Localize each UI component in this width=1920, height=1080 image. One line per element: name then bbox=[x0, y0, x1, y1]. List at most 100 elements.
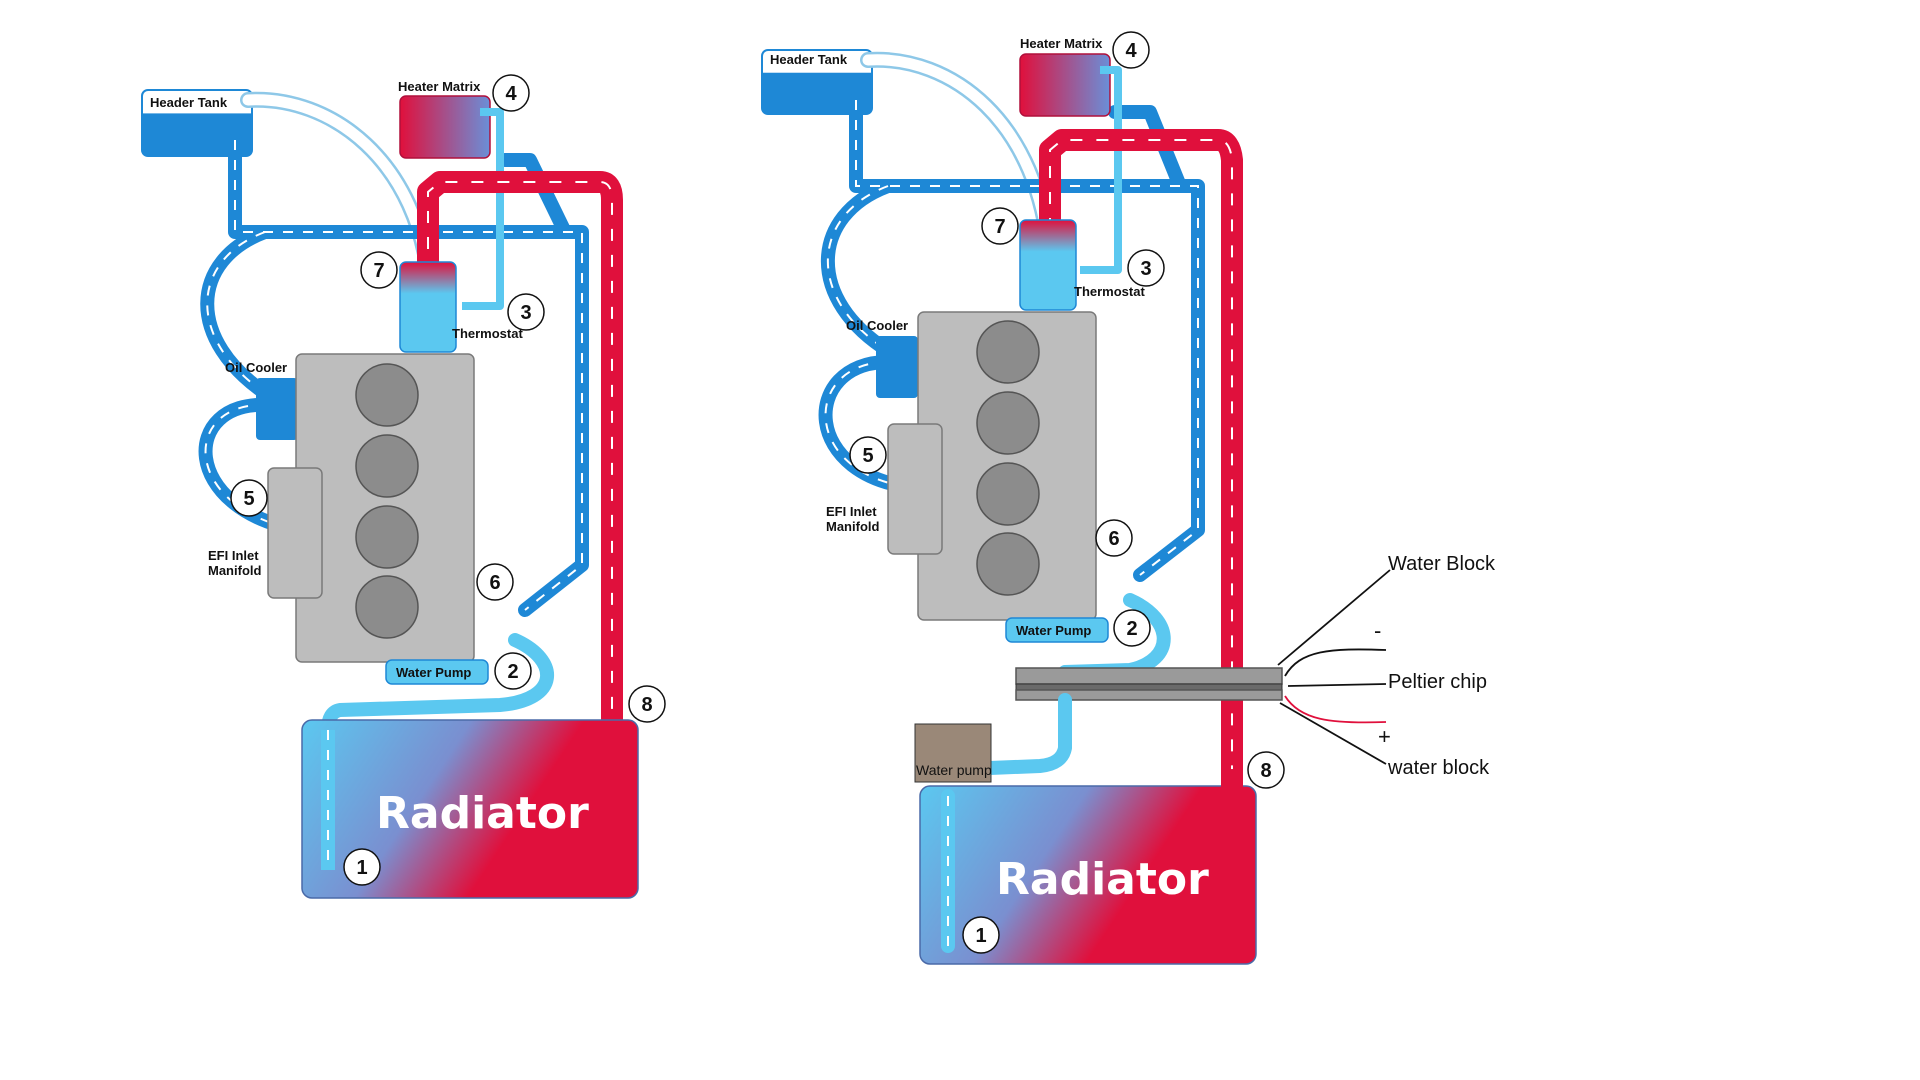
positive-wire bbox=[1284, 695, 1387, 724]
left-oil-cooler bbox=[256, 378, 298, 440]
right-marker-1 bbox=[962, 916, 1000, 954]
right-cylinders bbox=[976, 320, 1040, 596]
peltier-to-pump-pipe bbox=[983, 693, 1072, 775]
right-water-pump bbox=[1005, 617, 1109, 643]
plus-sign: + bbox=[1378, 724, 1391, 749]
left-marker-3 bbox=[507, 293, 545, 331]
right-marker-5-text: 5 bbox=[862, 445, 873, 467]
water-block-bottom-leader bbox=[1279, 702, 1387, 765]
right-water-pump-label: Water Pump bbox=[1016, 623, 1091, 638]
left-marker-2-text: 2 bbox=[507, 661, 518, 683]
left-marker-8 bbox=[628, 685, 666, 723]
left-cylinder-3 bbox=[355, 505, 419, 569]
left-cylinder-1 bbox=[355, 363, 419, 427]
right-markers bbox=[849, 31, 1285, 954]
right-marker-4-text: 4 bbox=[1125, 40, 1137, 62]
left-heater-feed bbox=[462, 108, 504, 310]
right-marker-4 bbox=[1112, 31, 1150, 69]
right-thermostat-label: Thermostat bbox=[1074, 284, 1145, 299]
annotation-peltier-chip: Peltier chip bbox=[1388, 671, 1487, 693]
left-cold-pipe-arrows bbox=[204, 140, 583, 611]
small-water-pump-label: Water pump bbox=[916, 762, 992, 778]
minus-sign: - bbox=[1374, 618, 1381, 643]
left-cylinder-4 bbox=[355, 575, 419, 639]
right-marker-3 bbox=[1127, 249, 1165, 287]
left-efi-label-1: EFI Inlet bbox=[208, 548, 259, 563]
small-water-pump bbox=[914, 723, 992, 783]
left-marker-3-text: 3 bbox=[520, 302, 531, 324]
left-diagram: Header Tank Heater Matrix Thermostat bbox=[141, 74, 666, 899]
right-header-tank-label: Header Tank bbox=[770, 52, 848, 67]
right-marker-8-text: 8 bbox=[1260, 760, 1271, 782]
left-marker-5 bbox=[230, 479, 268, 517]
left-heater-matrix bbox=[399, 95, 491, 159]
left-marker-6 bbox=[476, 563, 514, 601]
right-marker-7-text: 7 bbox=[994, 216, 1005, 238]
right-marker-3-text: 3 bbox=[1140, 258, 1151, 280]
left-marker-7-text: 7 bbox=[373, 260, 384, 282]
left-oil-cooler-label: Oil Cooler bbox=[225, 360, 287, 375]
right-radiator bbox=[919, 785, 1257, 965]
left-marker-4-text: 4 bbox=[505, 83, 517, 105]
left-marker-1-text: 1 bbox=[356, 857, 367, 879]
left-header-tank bbox=[141, 89, 253, 157]
left-cylinders bbox=[355, 363, 419, 639]
right-marker-6 bbox=[1095, 519, 1133, 557]
left-radiator-label: Radiator bbox=[376, 788, 589, 839]
right-heater-matrix-label: Heater Matrix bbox=[1020, 36, 1103, 51]
left-water-pump bbox=[385, 659, 489, 685]
right-marker-1-text: 1 bbox=[975, 925, 986, 947]
right-marker-5 bbox=[849, 436, 887, 474]
left-efi-label-2: Manifold bbox=[208, 563, 261, 578]
left-marker-1 bbox=[343, 848, 381, 886]
right-efi-label-1: EFI Inlet bbox=[826, 504, 877, 519]
left-thermostat-label: Thermostat bbox=[452, 326, 523, 341]
peltier-leader bbox=[1287, 683, 1387, 687]
right-cylinder-1 bbox=[976, 320, 1040, 384]
peltier-chip bbox=[1015, 683, 1283, 691]
left-efi-manifold bbox=[267, 467, 323, 599]
upper-water-block bbox=[1015, 667, 1283, 685]
left-water-pump-label: Water Pump bbox=[396, 665, 471, 680]
right-heater-feed bbox=[1080, 66, 1122, 274]
lower-water-block bbox=[1015, 689, 1283, 701]
peltier-assembly bbox=[1015, 667, 1283, 701]
right-header-tank bbox=[761, 49, 873, 115]
right-marker-6-text: 6 bbox=[1108, 528, 1119, 550]
annotation-lines bbox=[1277, 569, 1391, 765]
negative-wire bbox=[1284, 648, 1387, 677]
left-heater-matrix-label: Heater Matrix bbox=[398, 79, 481, 94]
left-markers bbox=[230, 74, 666, 886]
right-hot-pipe bbox=[1039, 129, 1243, 829]
right-heater-matrix bbox=[1019, 53, 1111, 117]
right-thermostat-housing bbox=[1019, 219, 1077, 311]
right-efi-label-2: Manifold bbox=[826, 519, 879, 534]
right-cylinder-2 bbox=[976, 391, 1040, 455]
right-radiator-label: Radiator bbox=[996, 854, 1209, 905]
right-cold-pipe-arrows bbox=[824, 100, 1199, 576]
right-marker-2-text: 2 bbox=[1126, 618, 1137, 640]
right-marker-7 bbox=[981, 207, 1019, 245]
left-marker-7 bbox=[360, 251, 398, 289]
right-cylinder-3 bbox=[976, 462, 1040, 526]
right-diagram: Header Tank Heater Matrix Thermostat Oil… bbox=[761, 31, 1496, 965]
left-hot-pipe-arrows bbox=[427, 181, 613, 750]
right-marker-2 bbox=[1113, 609, 1151, 647]
left-header-tank-label: Header Tank bbox=[150, 95, 228, 110]
right-efi-manifold bbox=[887, 423, 943, 555]
annotation-water-block-bottom: water block bbox=[1387, 757, 1490, 779]
left-marker-5-text: 5 bbox=[243, 488, 254, 510]
left-thermostat-housing bbox=[399, 261, 457, 353]
left-marker-2 bbox=[494, 652, 532, 690]
right-cylinder-4 bbox=[976, 532, 1040, 596]
left-marker-6-text: 6 bbox=[489, 572, 500, 594]
water-block-top-leader bbox=[1277, 569, 1391, 666]
left-marker-8-text: 8 bbox=[641, 694, 652, 716]
right-oil-cooler-label: Oil Cooler bbox=[846, 318, 908, 333]
left-marker-4 bbox=[492, 74, 530, 112]
left-cylinder-2 bbox=[355, 434, 419, 498]
left-radiator bbox=[301, 719, 639, 899]
right-marker-8 bbox=[1247, 751, 1285, 789]
annotation-water-block-top: Water Block bbox=[1388, 553, 1496, 575]
